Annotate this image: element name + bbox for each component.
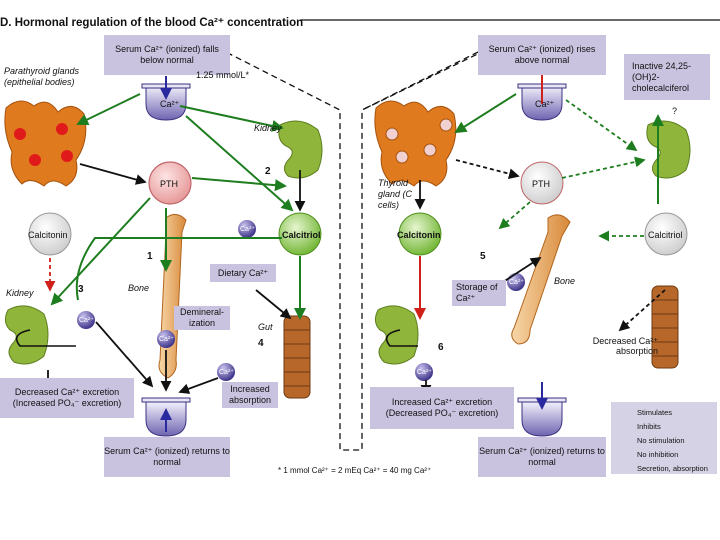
thyroid-cell-2 — [439, 118, 453, 132]
right-ca-bone-label: Ca²⁺ — [509, 279, 524, 286]
left-kidney-bottom — [4, 305, 49, 365]
parathyroid-glands — [4, 100, 87, 187]
increased-absorption-box: Increased absorption — [222, 382, 278, 408]
left-serum-low-box: Serum Ca²⁺ (ionized) falls below normal — [104, 35, 230, 75]
right-kidney-top — [646, 120, 691, 179]
legend-secretion: Secretion, absorption — [637, 464, 708, 473]
right-ca-kidney-label: Ca²⁺ — [417, 369, 432, 376]
parathyroid-dot-3 — [29, 154, 41, 166]
thyroid-label: Thyroid gland (C cells) — [378, 178, 413, 210]
thyroid-gland — [374, 100, 457, 187]
thyroid-cell-4 — [423, 143, 437, 157]
left-vessel-ca-label: Ca²⁺ — [160, 99, 180, 109]
left-bone-label: Bone — [128, 283, 150, 293]
right-calcitonin-label: Calcitonin — [397, 230, 441, 240]
left-serum-normal-box: Serum Ca²⁺ (ionized) returns to normal — [104, 437, 230, 477]
left-step-2: 2 — [265, 166, 271, 177]
thyroid-cell-1 — [385, 127, 399, 141]
left-calcitriol-label: Calcitriol — [282, 230, 321, 240]
right-step-6: 6 — [438, 342, 444, 353]
left-ca-kidney-label: Ca²⁺ — [79, 317, 94, 324]
legend-stimulates: Stimulates — [637, 408, 673, 417]
left-kidney-tubule — [15, 329, 76, 347]
left-threshold-label: 1.25 mmol/L* — [196, 70, 250, 80]
right-calcitonin-hormone — [398, 212, 442, 256]
right-bone — [511, 214, 571, 345]
legend: Stimulates Inhibits No stimulation No in… — [611, 402, 717, 474]
decreased-excretion-box: Decreased Ca²⁺ excretion (Increased PO₄⁻… — [0, 378, 134, 418]
parathyroid-label: Parathyroid glands (epithelial bodies) — [4, 66, 80, 87]
left-kidney-bottom-label: Kidney — [6, 288, 34, 298]
right-stimulation-arrows — [454, 93, 664, 204]
left-calcitriol-hormone — [278, 212, 322, 256]
inactive-cholecalciferol-box: Inactive 24,25-(OH)2-cholecalciferol — [624, 54, 710, 100]
right-serum-high-box: Serum Ca²⁺ (ionized) rises above normal — [478, 35, 606, 75]
left-ca-ion-kidney — [77, 311, 95, 329]
left-ca-ion-gut — [217, 363, 235, 381]
increased-excretion-box: Increased Ca²⁺ excretion (Decreased PO₄⁻… — [370, 387, 514, 429]
right-serum-normal-box: Serum Ca²⁺ (ionized) returns to normal — [478, 437, 606, 477]
legend-inhibits: Inhibits — [637, 422, 661, 431]
right-kidney-bottom — [374, 305, 419, 365]
right-ca-ion-kidney — [415, 363, 433, 381]
right-divider-link — [361, 51, 479, 111]
right-calcitriol-label: Calcitriol — [648, 230, 683, 240]
footnote: * 1 mmol Ca²⁺ = 2 mEq Ca²⁺ = 40 mg Ca²⁺ — [278, 466, 432, 475]
left-calcitonin-hormone — [28, 212, 72, 256]
left-stimulation-arrows — [50, 93, 306, 320]
legend-no-stimulation: No stimulation — [637, 436, 685, 445]
right-vessel-ca-label: Ca²⁺ — [535, 99, 555, 109]
right-bone-label: Bone — [554, 276, 576, 286]
diagram-title: D. Hormonal regulation of the blood Ca²⁺… — [0, 17, 304, 29]
left-secretion-arrows — [47, 163, 306, 394]
right-pth-label: PTH — [532, 179, 550, 189]
right-secretion-arrows — [414, 159, 666, 396]
right-step-5: 5 — [480, 251, 486, 262]
left-calcitonin-label: Calcitonin — [28, 230, 68, 240]
right-calcitriol-hormone — [644, 212, 688, 256]
left-pth-hormone — [148, 161, 192, 205]
right-kidney-tubule — [385, 329, 418, 347]
left-ca-diet-label: Ca²⁺ — [240, 226, 255, 233]
left-ca-bone-label: Ca²⁺ — [159, 336, 174, 343]
thyroid-cell-3 — [395, 150, 409, 164]
right-gut — [651, 285, 679, 369]
left-step-1: 1 — [147, 251, 153, 262]
left-kidney-top-label: Kidney — [254, 123, 282, 133]
right-question-mark: ? — [672, 106, 678, 116]
decreased-absorption-label: Decreased Ca²⁺ absorption — [592, 336, 658, 356]
parathyroid-dot-4 — [61, 150, 73, 162]
left-ca-gut-label: Ca²⁺ — [219, 369, 234, 376]
dietary-ca-box: Dietary Ca²⁺ — [210, 264, 276, 282]
left-step-3: 3 — [78, 284, 84, 295]
legend-no-inhibition: No inhibition — [637, 450, 679, 459]
left-gut — [283, 315, 311, 399]
right-no-stimulation-arrows — [498, 99, 646, 242]
storage-box: Storage of Ca²⁺ — [452, 280, 506, 306]
left-ca-ion-diet — [238, 220, 256, 238]
demineralization-box: Demineral-ization — [174, 306, 230, 330]
left-kidney-top — [278, 120, 323, 179]
left-pth-label: PTH — [160, 179, 178, 189]
parathyroid-dot-1 — [14, 128, 26, 140]
left-ca-ion-bone — [157, 330, 175, 348]
right-pth-hormone — [520, 161, 564, 205]
left-gut-label: Gut — [258, 322, 273, 332]
parathyroid-dot-2 — [56, 123, 68, 135]
left-step-4: 4 — [258, 338, 264, 349]
